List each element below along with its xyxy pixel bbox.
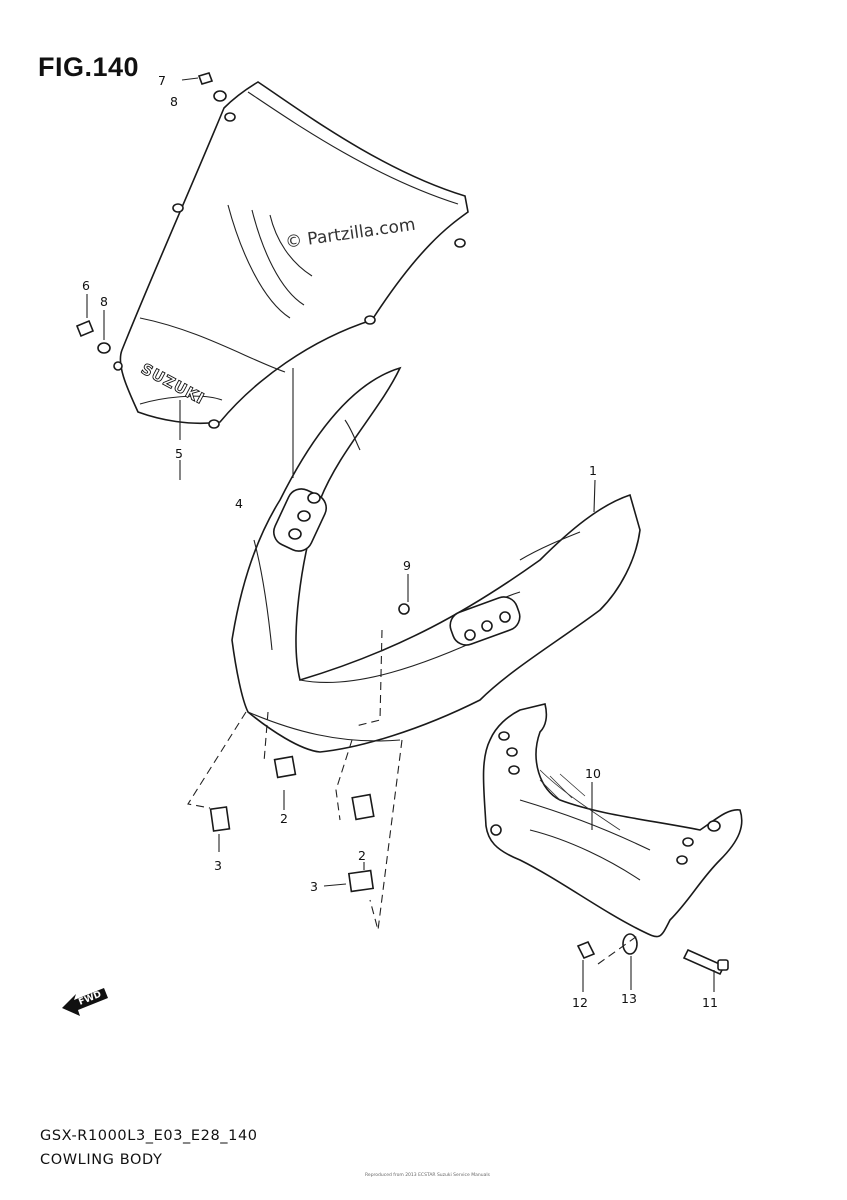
- windscreen: SUZUKI: [113, 81, 469, 429]
- callout-8-top: 8: [170, 94, 178, 109]
- copyright-line: Reproduced from 2013 ECSTAR Suzuki Servi…: [365, 1173, 490, 1178]
- callout-2-left: 2: [280, 811, 288, 826]
- callout-13: 13: [621, 991, 637, 1006]
- section-name: COWLING BODY: [40, 1152, 163, 1168]
- callouts: 7 8 6 8 5 4 1 9 10 2 3 2 3 12 13 11: [82, 73, 718, 1010]
- callout-11: 11: [702, 995, 718, 1010]
- callout-5: 5: [175, 446, 183, 461]
- callout-12: 12: [572, 995, 588, 1010]
- callout-9: 9: [403, 558, 411, 573]
- model-code: GSX-R1000L3_E03_E28_140: [40, 1128, 258, 1144]
- callout-8-left: 8: [100, 294, 108, 309]
- upper-cowling: [231, 366, 641, 753]
- callout-7: 7: [158, 73, 166, 88]
- callout-3-right: 3: [310, 879, 318, 894]
- fwd-arrow-icon: FWD: [62, 988, 108, 1016]
- hardware: [75, 72, 729, 976]
- callout-6: 6: [82, 278, 90, 293]
- callout-4: 4: [235, 496, 243, 511]
- callout-2-right: 2: [358, 848, 366, 863]
- callout-3-left: 3: [214, 858, 222, 873]
- figure-title: FIG.140: [38, 52, 140, 82]
- leader-lines: [86, 77, 715, 992]
- cowling-brace: [482, 703, 743, 938]
- callout-1: 1: [589, 463, 597, 478]
- cushions: [209, 755, 375, 893]
- callout-10: 10: [585, 766, 601, 781]
